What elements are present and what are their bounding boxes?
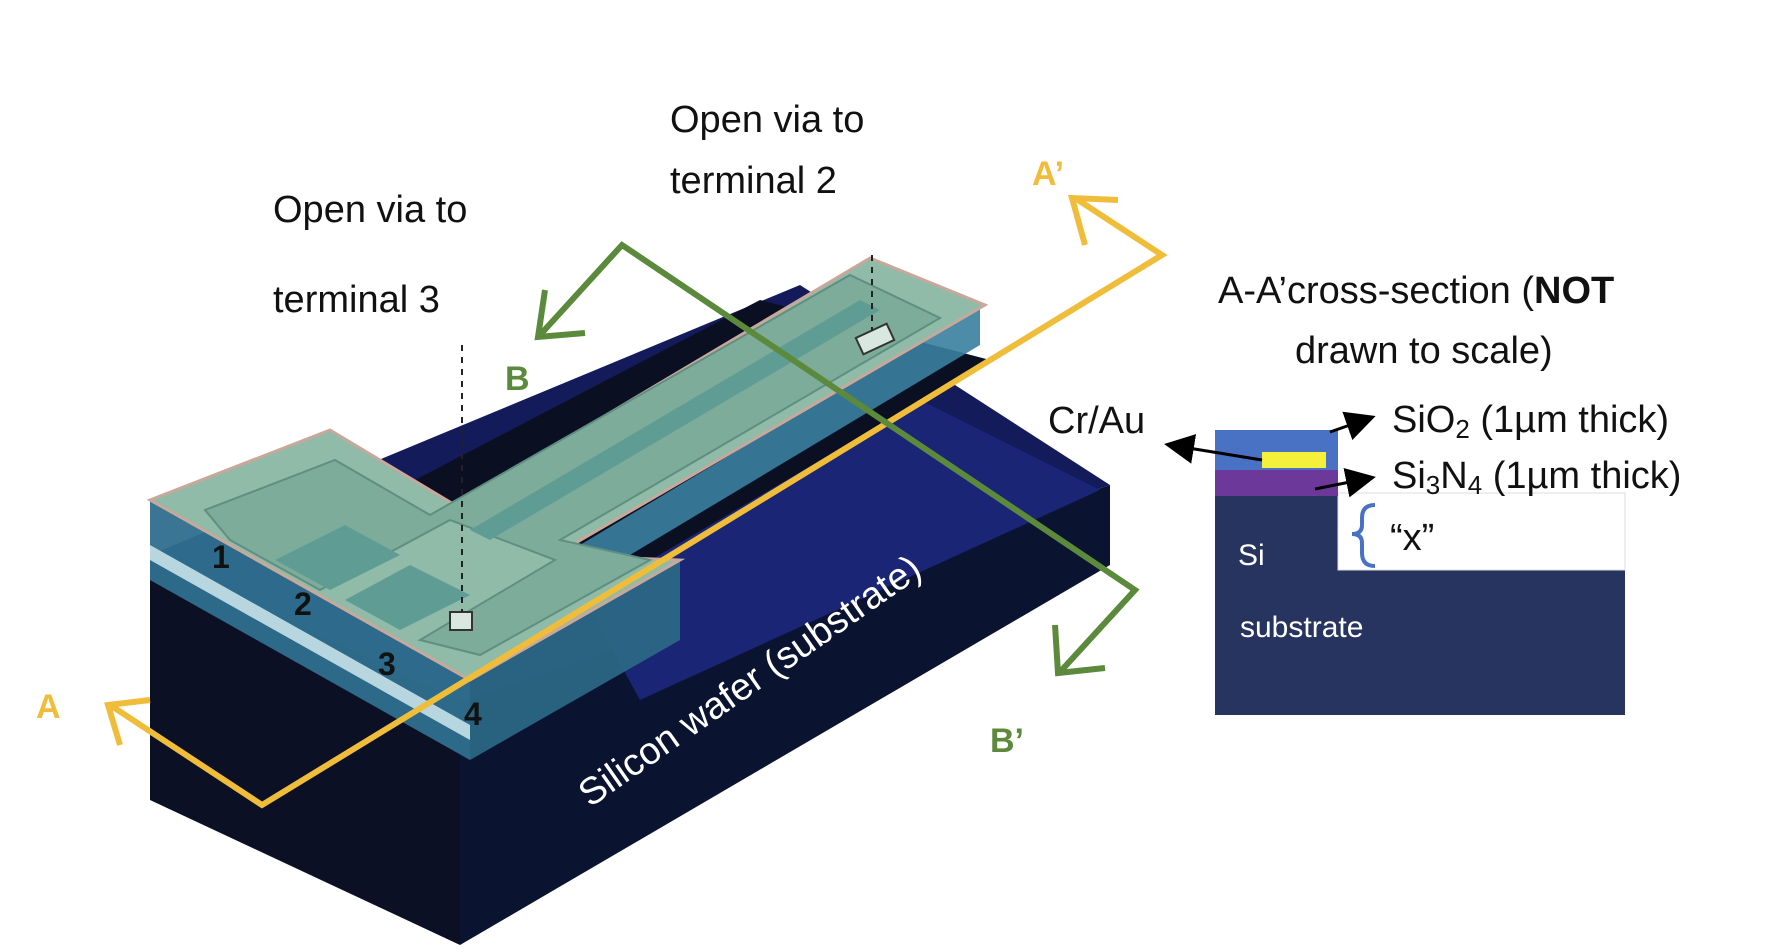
section-aa-line	[108, 195, 1168, 809]
section-bb-arrowhead-b-prime	[1052, 624, 1106, 677]
via-terminal-2	[854, 322, 896, 356]
substrate-label: substrate	[1240, 611, 1363, 644]
cross-section: A-A’cross-section (NOT drawn to scale) S…	[1048, 270, 1681, 715]
x-brace	[1351, 503, 1376, 568]
membrane-front-side	[470, 560, 680, 760]
cross-section-title-line1: A-A’cross-section (NOT	[1218, 270, 1614, 312]
wafer-right-face	[460, 485, 1110, 945]
electrode-trace-long	[470, 300, 880, 540]
cr-au-layer	[1262, 452, 1326, 468]
section-aa-arrowhead-a	[104, 697, 151, 746]
electrode-trace-3	[345, 565, 470, 630]
si3n4-label: Si3N4 (1µm thick)	[1392, 455, 1681, 500]
si-substrate	[1215, 493, 1625, 715]
via-t2-label-line2: terminal 2	[670, 160, 837, 202]
via-t3-label-line2: terminal 3	[273, 279, 440, 321]
cr-au-label: Cr/Au	[1048, 400, 1145, 442]
cross-section-title-line2: drawn to scale)	[1295, 330, 1553, 372]
si-label: Si	[1238, 539, 1265, 572]
terminal-1: 1	[212, 539, 230, 575]
wafer-top-recess	[555, 375, 1100, 700]
section-bb-line	[537, 241, 1140, 675]
section-a-prime-label: A’	[1032, 155, 1064, 193]
trench-opening	[1337, 492, 1626, 571]
sio2-label: SiO2 (1µm thick)	[1392, 399, 1669, 444]
section-aa: A A’	[36, 155, 1168, 809]
x-label: “x”	[1390, 517, 1434, 559]
via-t2-label-line1: Open via to	[670, 99, 864, 141]
section-a-label: A	[36, 688, 61, 726]
si3n4-arrow	[1314, 467, 1376, 498]
wafer-left-face	[150, 555, 460, 945]
via-t3-label-line1: Open via to	[273, 189, 467, 231]
membrane-left-stripe	[150, 545, 470, 740]
sio2-arrow	[1329, 411, 1376, 441]
section-bb-arrowhead-b	[534, 289, 586, 341]
terminal-4: 4	[464, 696, 482, 732]
membrane-arm-side	[555, 305, 980, 600]
section-b-label: B	[505, 360, 530, 398]
section-bb: B B’	[505, 241, 1140, 760]
device-3d: 1 2 3 4 Silicon wafer (substrate)	[146, 255, 1110, 945]
section-aa-arrowhead-a-prime	[1068, 194, 1119, 246]
section-b-prime-label: B’	[990, 722, 1024, 760]
cr-au-arrow	[1164, 434, 1263, 464]
si3n4-layer	[1215, 468, 1338, 496]
via-terminal-3	[449, 611, 473, 631]
terminal-2: 2	[294, 586, 312, 622]
electrode-trace-2	[275, 525, 400, 590]
terminal-3: 3	[378, 646, 396, 682]
